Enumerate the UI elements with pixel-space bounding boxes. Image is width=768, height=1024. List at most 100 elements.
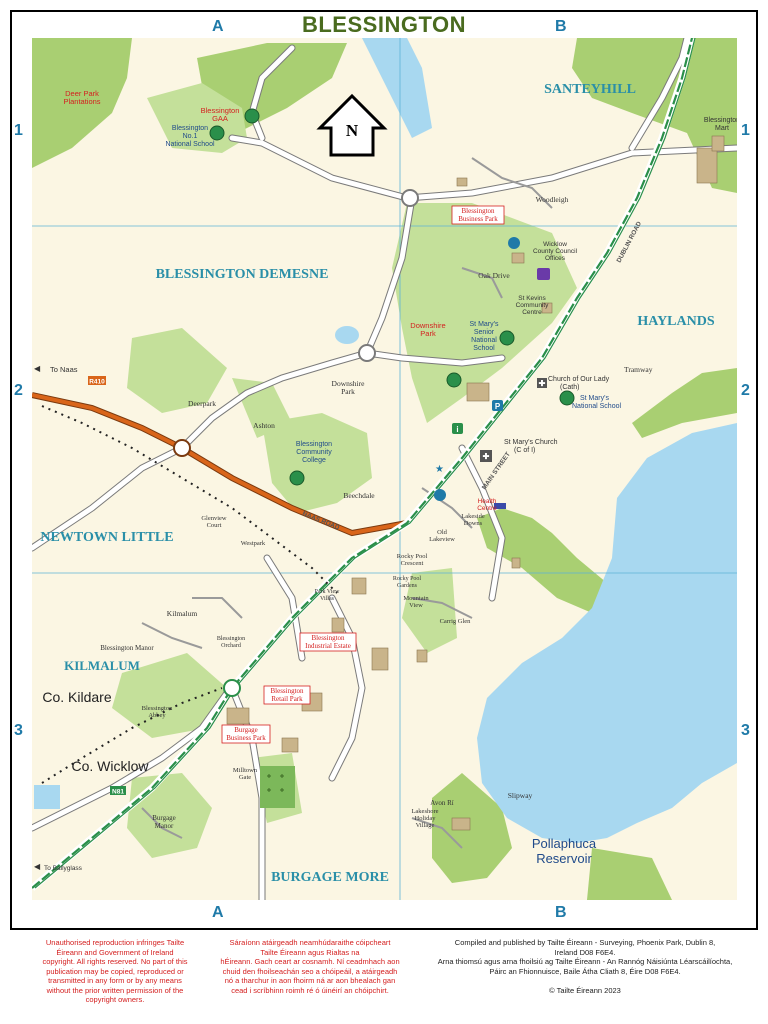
parking-icon [492, 400, 503, 411]
label-demesne: BLESSINGTON DEMESNE [156, 267, 329, 282]
label-westpark: Westpark [241, 540, 266, 547]
garda-icon [446, 372, 462, 388]
retail-park-box [263, 685, 311, 705]
svg-text:✚: ✚ [483, 452, 490, 461]
mountain-view-green [402, 568, 457, 653]
roundabout-north [401, 189, 419, 207]
industrial-estate-box [299, 632, 357, 652]
label-to-naas: To Naas [50, 365, 78, 374]
label-newtown-little: NEWTOWN LITTLE [40, 530, 173, 545]
svg-text:P: P [495, 402, 501, 411]
deerpark-green [127, 328, 227, 413]
woodland-haylands [632, 368, 737, 438]
library-icon [537, 268, 550, 280]
church-icon-our-lady [537, 378, 547, 388]
label-burgage-more: BURGAGE MORE [271, 870, 389, 885]
label-santeyhill: SANTEYHILL [544, 82, 636, 97]
label-co-wicklow: Co. Wicklow [71, 758, 149, 774]
label-n81: N81 [112, 789, 124, 796]
label-church-our-lady: Church of Our Lady(Cath) [548, 376, 610, 391]
grid-row-3-right: 3 [741, 722, 750, 739]
grid-row-2-left: 2 [14, 382, 23, 399]
building-lakeshore-village [451, 817, 471, 831]
pond-southwest [34, 785, 60, 809]
building-mart [696, 147, 718, 184]
kilmalum-green [112, 653, 227, 738]
school-icon-st-marys [559, 390, 575, 406]
sports-icon-gaa [244, 108, 260, 124]
building-lakeview [511, 557, 521, 569]
label-slipway: Slipway [508, 791, 533, 800]
grid-row-3-left: 3 [14, 722, 23, 739]
map-frame [10, 10, 758, 930]
label-co-kildare: Co. Kildare [42, 689, 111, 705]
building-burgage-business [226, 707, 250, 725]
pollaphuca-reservoir [477, 423, 737, 843]
footer-col2-text: Sáraíonn atáirgeadh neamhúdaraithe cóipc… [220, 938, 400, 995]
woodland-south [587, 848, 672, 900]
footer-copyright-text: © Tailte Éireann 2023 [549, 986, 621, 995]
woodland-lakeshore-south [432, 773, 512, 883]
footer-col3-text: Compiled and published by Tailte Éireann… [437, 938, 733, 976]
road-n81-edge [34, 38, 696, 889]
footer-copyright-english: Unauthorised reproduction infringes Tail… [30, 938, 200, 1005]
school-icon-community-college [289, 470, 305, 486]
roundabout-downshire [358, 344, 376, 362]
grid-row-2-right: 2 [741, 382, 750, 399]
label-blessington-manor: Blessington Manor [100, 644, 154, 652]
building-council-offices [511, 252, 525, 264]
r410-badge [88, 376, 106, 385]
building-industrial-1 [351, 577, 367, 595]
road-r410 [32, 393, 408, 536]
forestry-milltown [260, 766, 295, 808]
woodland-deer-park [32, 38, 132, 168]
svg-text:i: i [456, 425, 458, 434]
label-ashton: Ashton [253, 421, 275, 430]
school-icon-no1 [209, 125, 225, 141]
footer-copyright-irish: Sáraíonn atáirgeadh neamhúdaraithe cóipc… [205, 938, 415, 995]
label-r410: R410 [89, 379, 105, 386]
county-boundary-south [41, 687, 223, 784]
label-to-ballyglass: To Ballyglass [44, 865, 83, 872]
roundabout-kilmalum [223, 679, 241, 697]
road-n81 [32, 38, 694, 889]
info-icon [452, 423, 463, 434]
grid-col-b-bottom: B [555, 904, 567, 921]
label-kilmalum: KILMALUM [64, 658, 140, 673]
arrow-left-icon: ◀ [34, 364, 41, 373]
label-oak-drive: Oak Drive [478, 271, 510, 280]
arrow-down-left-icon: ◀ [34, 862, 41, 871]
label-beechdale: Beechdale [343, 491, 375, 500]
svg-text:✚: ✚ [539, 379, 546, 388]
label-haylands: HAYLANDS [637, 314, 714, 329]
footer-col1-text: Unauthorised reproduction infringes Tail… [42, 938, 188, 1004]
community-college-grounds [262, 413, 372, 513]
health-centre-icon [494, 503, 506, 509]
building-st-kevins [541, 302, 553, 314]
label-kilmalum-estate: Kilmalum [167, 609, 198, 618]
